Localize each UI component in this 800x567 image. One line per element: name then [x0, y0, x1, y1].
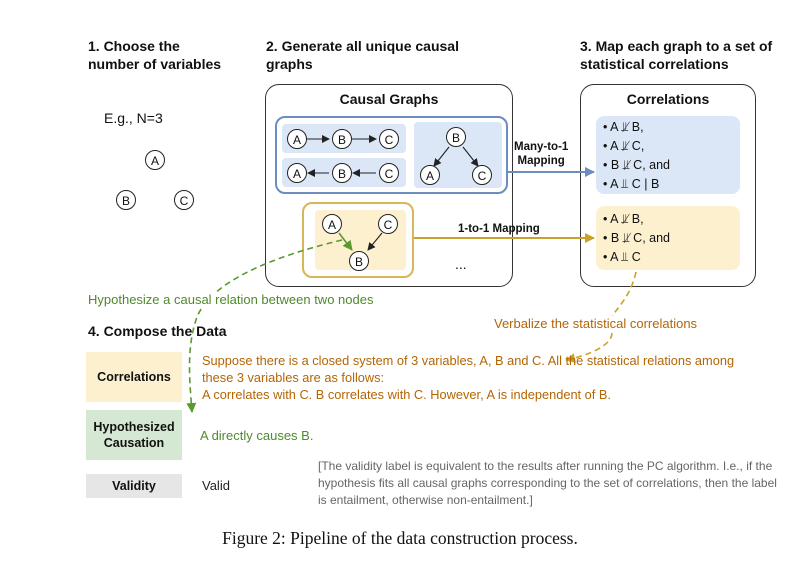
correlation-item: • A ⫫̸ C,	[603, 139, 645, 153]
fork-node-b: B	[446, 127, 466, 147]
correlation-list-yellow: • A ⫫̸ B, • B ⫫̸ C, and • A ⫫ C	[603, 210, 670, 267]
hypothesize-arrow	[186, 239, 343, 413]
step3-title: 3. Map each graph to a set of statistica…	[580, 38, 773, 72]
many-to-1-label: Many-to-1 Mapping	[514, 141, 569, 167]
correlation-list-blue: • A ⫫̸ B, • A ⫫̸ C, • B ⫫̸ C, and • A ⫫ …	[603, 118, 670, 194]
fork-node-c: C	[472, 165, 492, 185]
example-label: E.g., N=3	[104, 110, 163, 126]
chain-bwd-node-b: B	[332, 163, 352, 183]
validity-value: Valid	[202, 478, 230, 493]
correlations-text: Suppose there is a closed system of 3 va…	[202, 353, 735, 402]
step2-title: 2. Generate all unique causal graphs	[266, 38, 459, 72]
correlation-item: • A ⫫̸ B,	[603, 120, 644, 134]
correlation-item: • A ⫫ C | B	[603, 177, 660, 191]
edge-b-to-a-fork	[433, 146, 450, 167]
hypothesized-causation-label: Hypothesized Causation	[86, 410, 182, 460]
correlations-label: Correlations	[86, 352, 182, 402]
chain-fwd-node-c: C	[379, 129, 399, 149]
chain-fwd-node-b: B	[332, 129, 352, 149]
chain-fwd-node-a: A	[287, 129, 307, 149]
figure-caption: Figure 2: Pipeline of the data construct…	[222, 528, 578, 548]
hypothesize-annotation: Hypothesize a causal relation between tw…	[86, 292, 376, 307]
correlation-item: • B ⫫̸ C, and	[603, 158, 670, 172]
edge-b-to-c-fork	[462, 146, 479, 167]
causal-graphs-title: Causal Graphs	[339, 91, 439, 107]
edge-c-to-b-collider	[367, 232, 383, 251]
node-c-standalone: C	[174, 190, 194, 210]
correlations-title: Correlations	[626, 91, 710, 107]
verbalize-arrow	[611, 271, 637, 319]
one-to-1-label: 1-to-1 Mapping	[458, 223, 540, 235]
node-b-standalone: B	[116, 190, 136, 210]
chain-bwd-node-c: C	[379, 163, 399, 183]
chain-bwd-node-a: A	[287, 163, 307, 183]
verbalize-arrow-lower	[565, 332, 613, 364]
step4-title: 4. Compose the Data	[88, 323, 227, 339]
collider-node-a: A	[322, 214, 342, 234]
collider-node-c: C	[378, 214, 398, 234]
validity-note: [The validity label is equivalent to the…	[318, 459, 777, 507]
correlation-group-yellow	[596, 206, 740, 270]
edge-a-to-b-collider	[338, 232, 353, 251]
collider-node-b: B	[349, 251, 369, 271]
verbalize-annotation: Verbalize the statistical correlations	[492, 316, 700, 331]
hypothesis-text: A directly causes B.	[200, 428, 314, 443]
step1-title: 1. Choose the number of variables	[88, 38, 222, 72]
more-graphs-ellipsis: ...	[455, 256, 467, 272]
correlation-item: • B ⫫̸ C, and	[603, 231, 670, 245]
validity-label: Validity	[86, 474, 182, 498]
correlation-item: • A ⫫ C	[603, 250, 641, 264]
correlation-group-blue	[596, 116, 740, 194]
fork-node-a: A	[420, 165, 440, 185]
correlation-item: • A ⫫̸ B,	[603, 212, 644, 226]
node-a-standalone: A	[145, 150, 165, 170]
